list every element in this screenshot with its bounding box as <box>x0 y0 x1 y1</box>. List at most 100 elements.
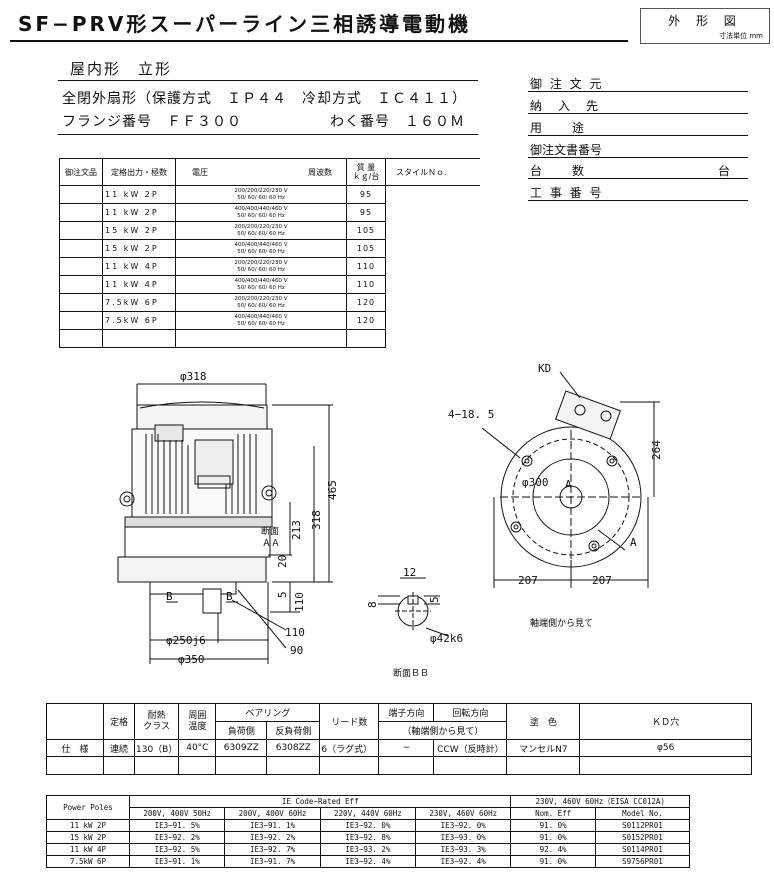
col-voltage-label: 電圧 <box>192 167 208 177</box>
eff-col: 230V, 460V 60Hz <box>415 807 512 820</box>
spec-blank <box>46 703 104 740</box>
title-rule <box>10 40 628 42</box>
voltage-value: 400/400/440/460 V <box>234 242 288 248</box>
table-row-blank <box>59 329 480 348</box>
order-field-label: 御 注 文 元 <box>530 77 604 91</box>
dim-110-height: 110 <box>293 592 306 612</box>
order-field-line <box>528 200 748 201</box>
dim-5-key: 5 <box>428 596 441 603</box>
style-cell <box>385 311 480 330</box>
eff-cell: 7.5kW 6P <box>46 855 130 868</box>
col-voltage: 電圧 周波数 <box>175 158 347 186</box>
dim-318: φ318 <box>180 370 207 383</box>
eff-head-eisa: 230V, 460V 60Hz（EISA CC012A) <box>510 795 690 808</box>
style-cell <box>385 203 480 222</box>
voltage-value: 400/400/440/460 V <box>234 278 288 284</box>
eff-cell: IE3−92. 0% <box>415 819 512 832</box>
spec-cell: 130（B） <box>133 739 180 757</box>
dim-250j6: φ250j6 <box>166 634 206 647</box>
section-aa-label-2: ＡＡ <box>262 539 280 549</box>
eff-cell: IE3−92. 5% <box>128 843 226 856</box>
spec-head-load: 負荷側 <box>215 721 268 740</box>
mounting-type: 屋内形 立形 <box>70 60 173 78</box>
dim-207-right: 207 <box>592 574 612 587</box>
dim-90: 90 <box>290 644 303 657</box>
eff-cell: IE3−93. 2% <box>319 843 417 856</box>
style-cell <box>385 185 480 204</box>
eff-cell: IE3−91. 1% <box>224 819 321 832</box>
dim-300: φ300 <box>522 476 549 489</box>
spec-head-kd: ＫＤ穴 <box>579 703 752 740</box>
spec-head-leads: リード数 <box>319 703 380 740</box>
shaft-end-view <box>481 371 660 588</box>
spec-cell: マンセルN7 <box>506 739 581 757</box>
order-field-unit: 台 <box>718 164 733 178</box>
frequency-value: 50/ 60/ 60/ 60 Hz <box>237 302 285 309</box>
eff-col: Nom. Eff <box>510 807 596 820</box>
eff-cell: 91. 0% <box>510 855 596 868</box>
section-mark-a-center: A <box>565 478 572 491</box>
spec-cell: 6309ZZ <box>215 739 268 757</box>
section-mark-a: A <box>630 536 637 549</box>
eff-cell: S0152PR01 <box>594 831 691 844</box>
style-cell <box>385 239 480 258</box>
eff-cell: IE3−93. 0% <box>415 831 512 844</box>
frequency-value: 50/ 60/ 60/ 60 Hz <box>237 320 285 327</box>
dim-8: 8 <box>366 601 379 608</box>
eff-cell: S9756PR01 <box>594 855 691 868</box>
mass-cell: 95 <box>346 203 386 222</box>
holes-label: 4−18. 5 <box>448 408 494 421</box>
dim-350: φ350 <box>178 653 205 666</box>
eff-col: 200V, 400V 50Hz <box>128 807 226 820</box>
col-rating: 定格出力・極数 <box>102 158 176 186</box>
eff-col: 220V, 440V 60Hz <box>319 807 417 820</box>
eff-cell: 11 kW 4P <box>46 843 130 856</box>
eff-cell: IE3−92. 7% <box>224 843 321 856</box>
rule <box>58 80 478 81</box>
style-cell <box>385 275 480 294</box>
dim-20: 20 <box>276 555 289 568</box>
voltage-value: 200/200/220/230 V <box>234 296 288 302</box>
order-field-line <box>528 157 748 158</box>
spec-head-anti-load: 反負荷側 <box>266 721 321 740</box>
dim-5: 5 <box>276 591 289 598</box>
spec-table: 定格 耐熱 クラス 周囲 温度 ベアリング リード数 端子方向 回転方向 塗 色… <box>46 703 752 775</box>
order-field-line <box>528 135 748 136</box>
order-field-line <box>528 91 748 92</box>
frequency-value: 50/ 60/ 60/ 60 Hz <box>237 230 285 237</box>
eff-cell: 91. 0% <box>510 831 596 844</box>
dim-42k6: φ42k6 <box>430 632 463 645</box>
col-frequency-label: 周波数 <box>308 167 332 177</box>
outline-drawing-box: 外 形 図 寸法単位 mm <box>640 8 770 44</box>
eff-cell: IE3−91. 1% <box>128 855 226 868</box>
eff-cell: IE3−92. 2% <box>128 831 226 844</box>
eff-col: Model No. <box>594 807 691 820</box>
voltage-value: 400/400/440/460 V <box>234 206 288 212</box>
efficiency-table: Power Poles IE Code−Rated Eff 230V, 460V… <box>46 795 691 868</box>
table-header-row: 御注文品 定格出力・極数 電圧 周波数 質 量 ｋｇ/台 スタイルＮｏ. <box>59 158 480 186</box>
section-bb <box>378 577 449 637</box>
eff-cell: IE3−91. 7% <box>224 855 321 868</box>
spec-head-bearing: ベアリング <box>215 703 321 722</box>
order-field-line <box>528 178 748 179</box>
style-cell <box>385 221 480 240</box>
col-style: スタイルＮｏ. <box>385 158 480 186</box>
eff-cell: 91. 0% <box>510 819 596 832</box>
eff-cell: 92. 4% <box>510 843 596 856</box>
order-field-label: 工 事 番 号 <box>530 186 604 200</box>
spec-cell: φ56 <box>579 739 752 757</box>
dim-465: 465 <box>326 480 339 500</box>
eff-cell: IE3−93. 3% <box>415 843 512 856</box>
frequency-value: 50/ 60/ 60/ 60 Hz <box>237 212 285 219</box>
order-field-label: 納 入 先 <box>530 99 601 113</box>
spec-cell: 40°C <box>178 739 217 757</box>
col-order: 御注文品 <box>59 158 103 186</box>
eff-head-ie: IE Code−Rated Eff <box>128 795 512 808</box>
